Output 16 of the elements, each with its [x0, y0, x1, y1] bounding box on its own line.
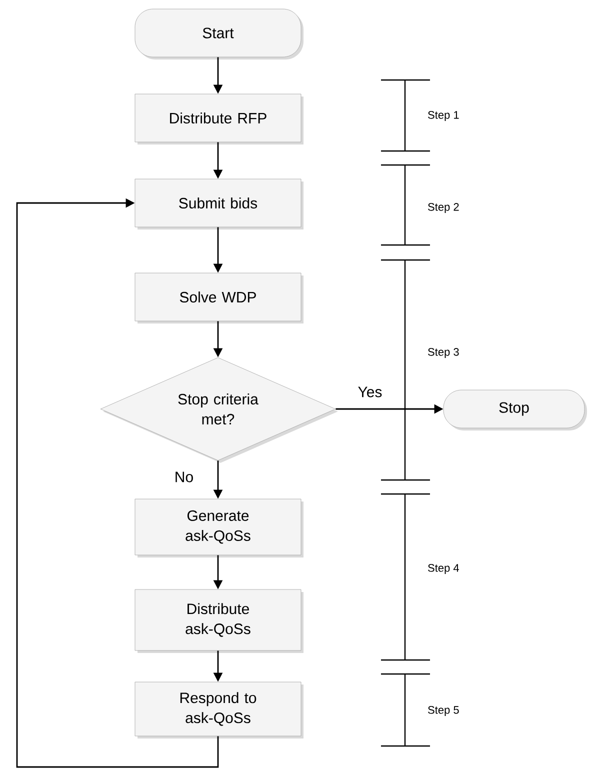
step-label: Step 4 [428, 564, 459, 574]
step-label: Step 1 [428, 111, 459, 121]
step-label: Step 3 [428, 348, 459, 358]
process-box: Respond to ask-QoSs [134, 682, 304, 738]
edge-label: Yes [358, 386, 382, 398]
process-box: Distribute ask-QoSs [134, 589, 304, 653]
process-box: Generate ask-QoSs [134, 498, 304, 558]
step-label: Step 5 [428, 706, 459, 716]
arrow [16, 198, 219, 768]
step-label: Step 2 [428, 203, 459, 213]
process-box: Submit bids [134, 178, 304, 230]
process-box: Distribute RFP [134, 94, 304, 144]
edge-label: No [176, 472, 193, 482]
process-box: Solve WDP [134, 272, 304, 324]
terminal-box: Stop [443, 390, 587, 430]
terminal-box: Start [134, 8, 304, 60]
